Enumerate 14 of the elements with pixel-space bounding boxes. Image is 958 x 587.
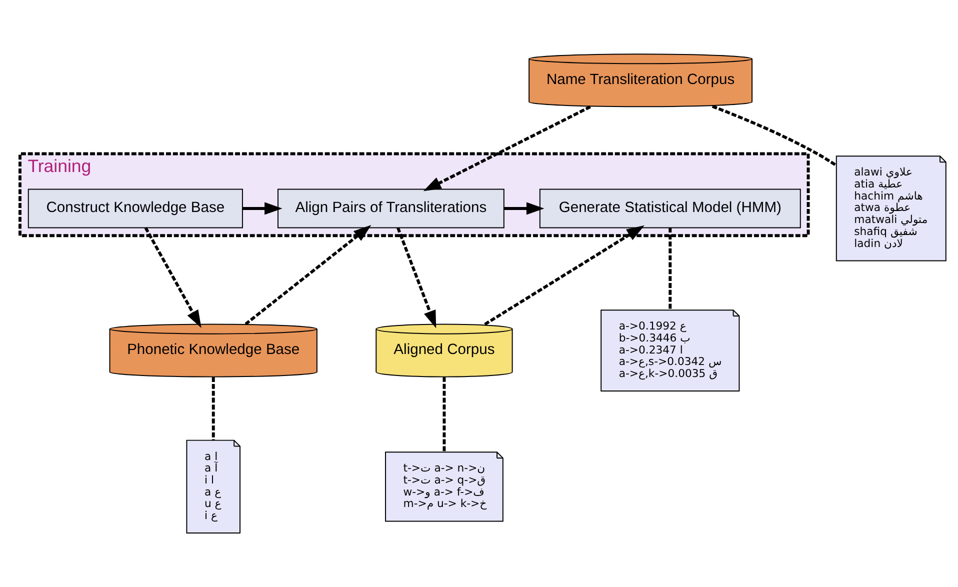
connector [668,228,672,310]
connector [212,377,215,440]
arrow [423,105,592,192]
node-box: Generate Statistical Model (HMM) [539,188,801,228]
arrow [504,202,544,215]
arrow [396,227,436,328]
arrow [242,202,282,215]
node-box: Align Pairs of Transliterations [278,188,504,228]
arrow [144,227,202,328]
connector [712,104,838,167]
arrow [484,225,644,326]
arrow [244,224,372,326]
node-box: Construct Knowledge Base [28,188,243,228]
connector [442,377,446,452]
